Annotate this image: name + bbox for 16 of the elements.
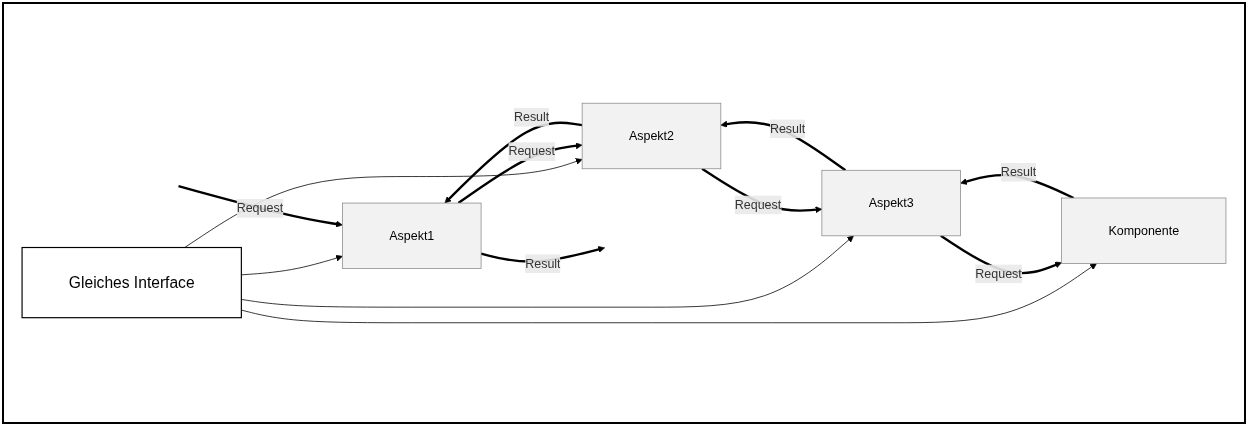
- edge-label: Request: [975, 266, 1022, 281]
- arrow: [178, 185, 343, 228]
- edge-label: Result: [525, 256, 561, 270]
- edge-label: Request: [734, 197, 782, 212]
- node-box: Aspekt2: [581, 102, 722, 170]
- node-box: Aspekt3: [821, 169, 961, 237]
- arrow: [457, 142, 583, 204]
- node-box: Gleiches Interface: [21, 246, 242, 319]
- edge-label: Result: [1000, 165, 1037, 179]
- node-box: Aspekt1: [342, 202, 482, 269]
- edge-label: Request: [508, 144, 555, 158]
- edge-label: Request: [236, 201, 284, 215]
- edge-label: Result: [769, 121, 806, 136]
- arrow: [444, 121, 583, 204]
- edge-label: Result: [513, 110, 550, 124]
- node-box: Komponente: [1061, 197, 1227, 264]
